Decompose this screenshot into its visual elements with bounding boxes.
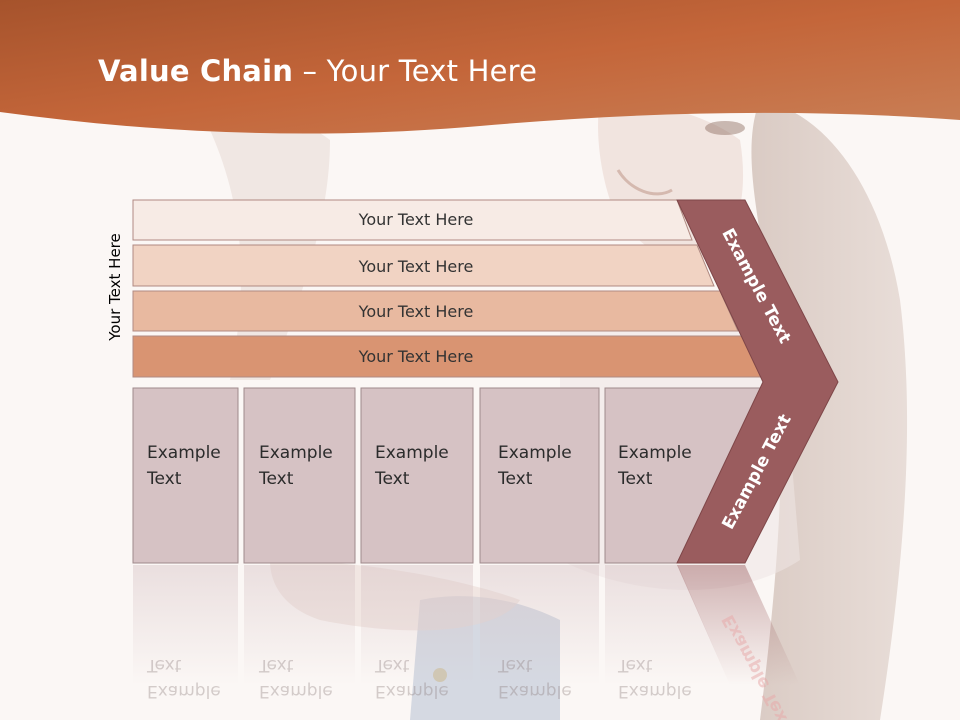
- reflection-text: Example: [375, 681, 449, 701]
- box-2-line1: Example: [259, 443, 333, 463]
- bar-2: Your Text Here: [132, 244, 715, 287]
- bar-2-label: Your Text Here: [358, 257, 474, 276]
- bar-3: Your Text Here: [132, 290, 739, 332]
- title-bold: Value Chain: [98, 54, 294, 88]
- box-3: Example Text: [360, 387, 474, 564]
- reflection-text: Text: [258, 655, 294, 675]
- reflection-text: Text: [146, 655, 182, 675]
- reflection: Example Text Example Text Example Text E…: [133, 565, 800, 720]
- page-title: Value Chain – Your Text Here: [98, 54, 537, 88]
- box-4: Example Text: [479, 387, 600, 564]
- box-4-line1: Example: [498, 443, 572, 463]
- box-2-line2: Text: [258, 469, 294, 489]
- box-1-line1: Example: [147, 443, 221, 463]
- header-band: [0, 0, 960, 134]
- box-2: Example Text: [243, 387, 356, 564]
- reflection-text: Text: [497, 655, 533, 675]
- bar-4: Your Text Here: [132, 335, 763, 378]
- box-3-line1: Example: [375, 443, 449, 463]
- title-rest: – Your Text Here: [293, 54, 538, 88]
- reflection-text: Example: [147, 681, 221, 701]
- box-5: Example Text: [604, 387, 764, 564]
- reflection-text: Example: [618, 681, 692, 701]
- reflection-text: Text: [374, 655, 410, 675]
- reflection-text: Text: [617, 655, 653, 675]
- box-5-line2: Text: [617, 469, 653, 489]
- bar-1-label: Your Text Here: [358, 210, 474, 229]
- box-1-line2: Text: [146, 469, 182, 489]
- box-3-line2: Text: [374, 469, 410, 489]
- box-4-line2: Text: [497, 469, 533, 489]
- reflection-text: Example: [259, 681, 333, 701]
- bar-1: Your Text Here: [132, 199, 693, 241]
- reflection-text: Example: [498, 681, 572, 701]
- box-1: Example Text: [132, 387, 239, 564]
- bar-3-label: Your Text Here: [358, 302, 474, 321]
- box-5-line1: Example: [618, 443, 692, 463]
- bar-4-label: Your Text Here: [358, 347, 474, 366]
